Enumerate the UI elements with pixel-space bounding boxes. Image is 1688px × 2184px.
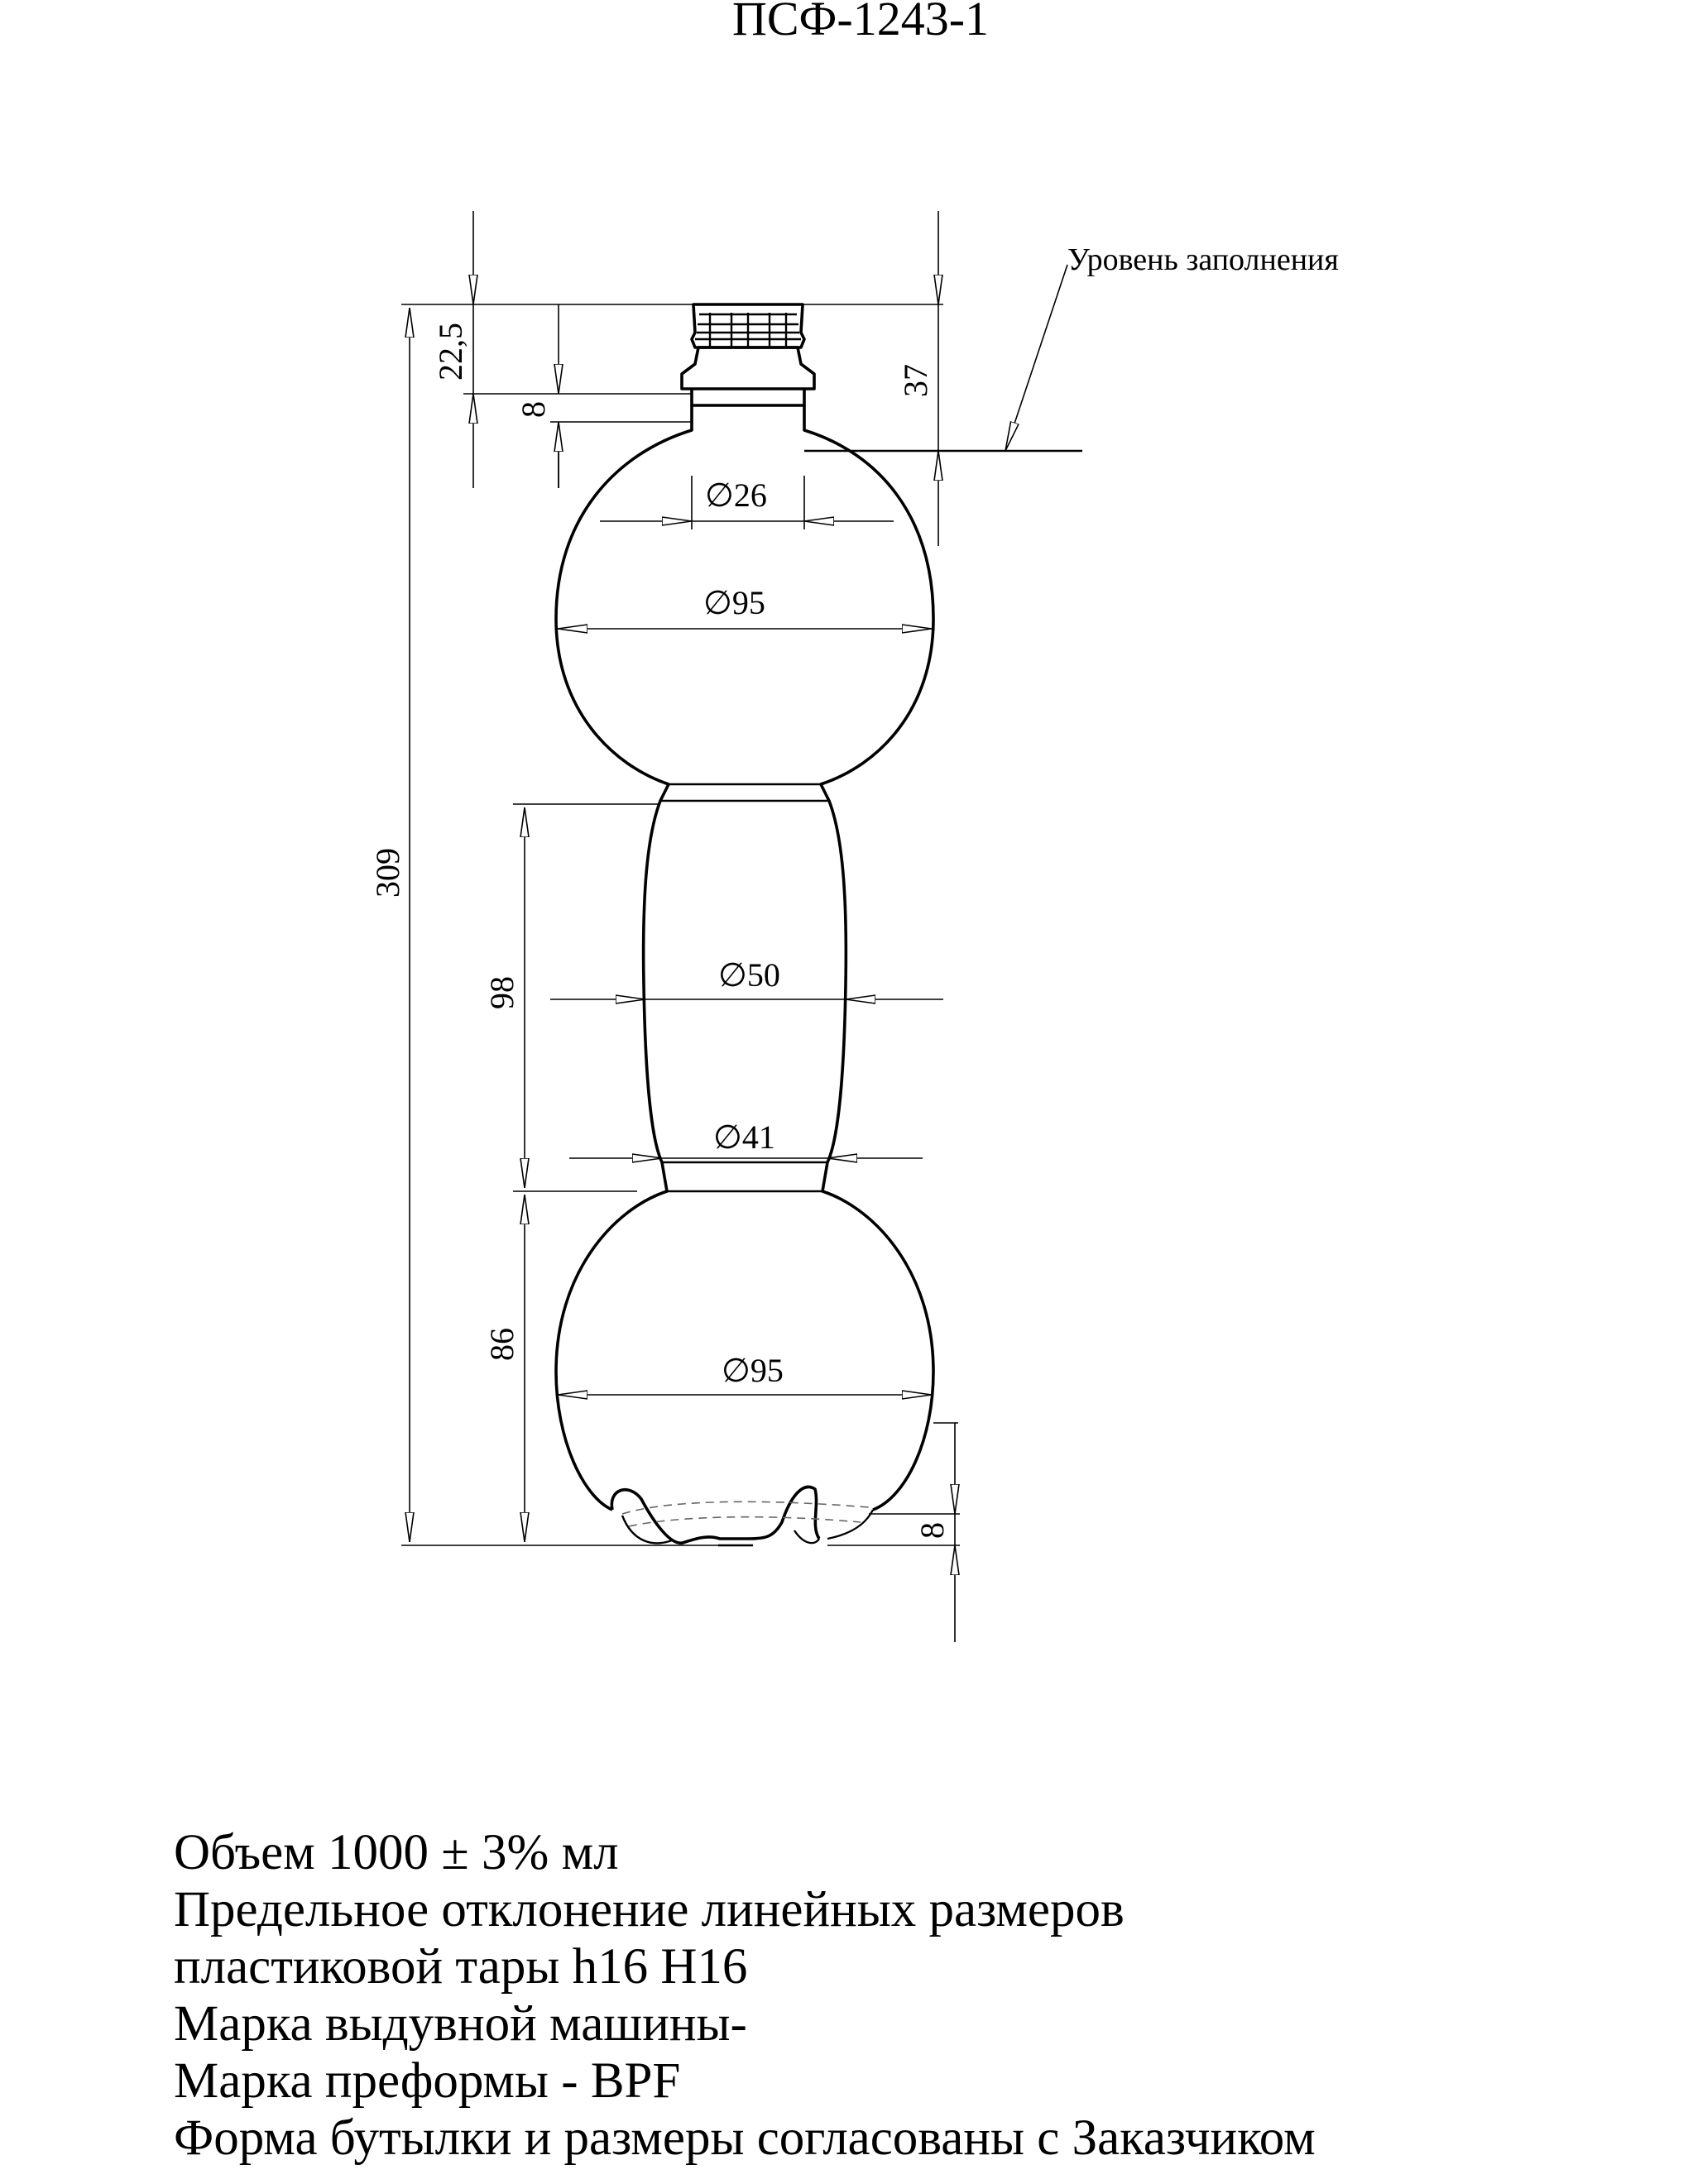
dim-neck-diameter: ∅26 bbox=[705, 477, 767, 514]
dim-neck-ring-height: 8 bbox=[515, 401, 552, 418]
bottle-outline bbox=[554, 303, 935, 1547]
dim-lower-bulb-height: 86 bbox=[483, 1328, 520, 1361]
dim-neck-finish-height: 22,5 bbox=[432, 323, 469, 381]
vertical-dimensions: 309 22,5 8 37 98 86 8 bbox=[369, 211, 955, 1642]
fill-level-leader: Уровень заполнения bbox=[804, 242, 1339, 453]
dim-neck-diameter-value: 26 bbox=[734, 477, 767, 514]
note-preform: Марка преформы - BPF bbox=[174, 2053, 681, 2109]
diameter-symbol: ∅ bbox=[705, 477, 734, 514]
dim-fill-level-height: 37 bbox=[897, 364, 934, 397]
diameter-symbol: ∅ bbox=[718, 956, 747, 994]
diameter-dimensions: ∅26 ∅95 ∅50 ∅41 ∅95 bbox=[550, 476, 943, 1395]
fill-level-label: Уровень заполнения bbox=[1067, 242, 1339, 277]
dim-base-clearance: 8 bbox=[914, 1522, 951, 1539]
dim-upper-bulb-diameter: ∅95 bbox=[703, 584, 765, 621]
dim-lower-waist-diameter-value: 41 bbox=[742, 1118, 775, 1156]
drawing-title: ПСФ-1243-1 bbox=[732, 0, 989, 46]
dim-waist-height: 98 bbox=[483, 976, 520, 1009]
note-tolerance-grade: пластиковой тары h16 H16 bbox=[174, 1939, 748, 1995]
dim-total-height: 309 bbox=[369, 848, 406, 898]
note-approval: Форма бутылки и размеры согласованы с За… bbox=[174, 2110, 1316, 2166]
diameter-symbol: ∅ bbox=[713, 1118, 742, 1156]
note-volume: Объем 1000 ± 3% мл bbox=[174, 1825, 619, 1880]
diameter-symbol: ∅ bbox=[722, 1352, 750, 1389]
dim-waist-diameter: ∅50 bbox=[718, 956, 780, 994]
diameter-symbol: ∅ bbox=[703, 584, 732, 621]
dim-lower-bulb-diameter-value: 95 bbox=[750, 1352, 784, 1389]
dim-upper-bulb-diameter-value: 95 bbox=[732, 584, 765, 621]
note-tolerance: Предельное отклонение линейных размеров bbox=[174, 1882, 1125, 1937]
note-blow-machine: Марка выдувной машины- bbox=[174, 1996, 747, 2052]
dim-waist-diameter-value: 50 bbox=[747, 956, 780, 994]
dim-lower-waist-diameter: ∅41 bbox=[713, 1118, 775, 1156]
specification-notes: Объем 1000 ± 3% мл Предельное отклонение… bbox=[174, 1824, 1663, 2167]
dim-lower-bulb-diameter: ∅95 bbox=[722, 1352, 784, 1389]
